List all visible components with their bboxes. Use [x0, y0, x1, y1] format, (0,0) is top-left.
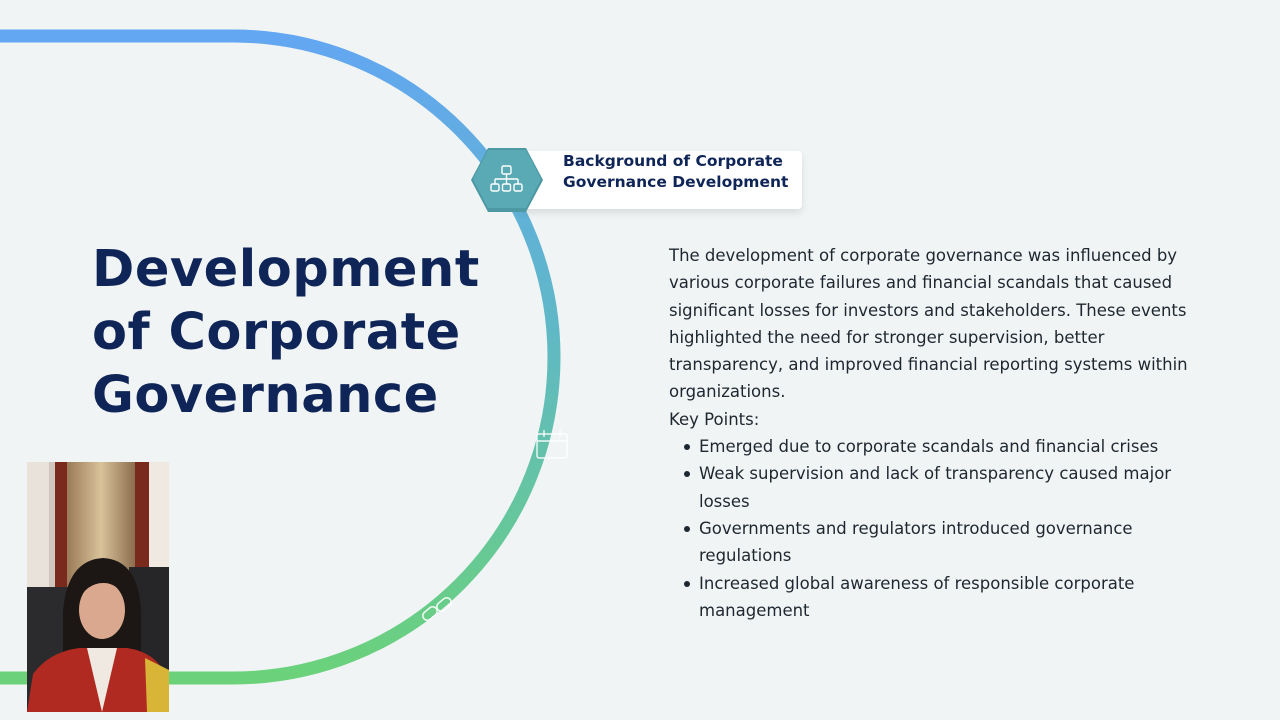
list-item: Emerged due to corporate scandals and fi…: [669, 433, 1199, 460]
list-item: Increased global awareness of responsibl…: [669, 570, 1199, 625]
slide-title: Development of Corporate Governance: [92, 240, 480, 425]
presenter-video-frame: [27, 462, 169, 712]
key-points-list: Emerged due to corporate scandals and fi…: [669, 433, 1209, 624]
body-paragraph: The development of corporate governance …: [669, 246, 1188, 402]
section-card: Background of Corporate Governance Devel…: [520, 151, 802, 209]
section-card-title: Background of Corporate Governance Devel…: [563, 152, 789, 191]
presenter-webcam: [27, 462, 169, 712]
calendar-icon: [536, 430, 568, 459]
org-chart-icon: [490, 165, 523, 192]
list-item: Weak supervision and lack of transparenc…: [669, 460, 1199, 515]
hexagon-badge: [471, 148, 543, 212]
key-points-label: Key Points:: [669, 409, 760, 429]
body-text: The development of corporate governance …: [669, 242, 1209, 624]
list-item: Governments and regulators introduced go…: [669, 515, 1199, 570]
link-icon: [422, 596, 452, 622]
